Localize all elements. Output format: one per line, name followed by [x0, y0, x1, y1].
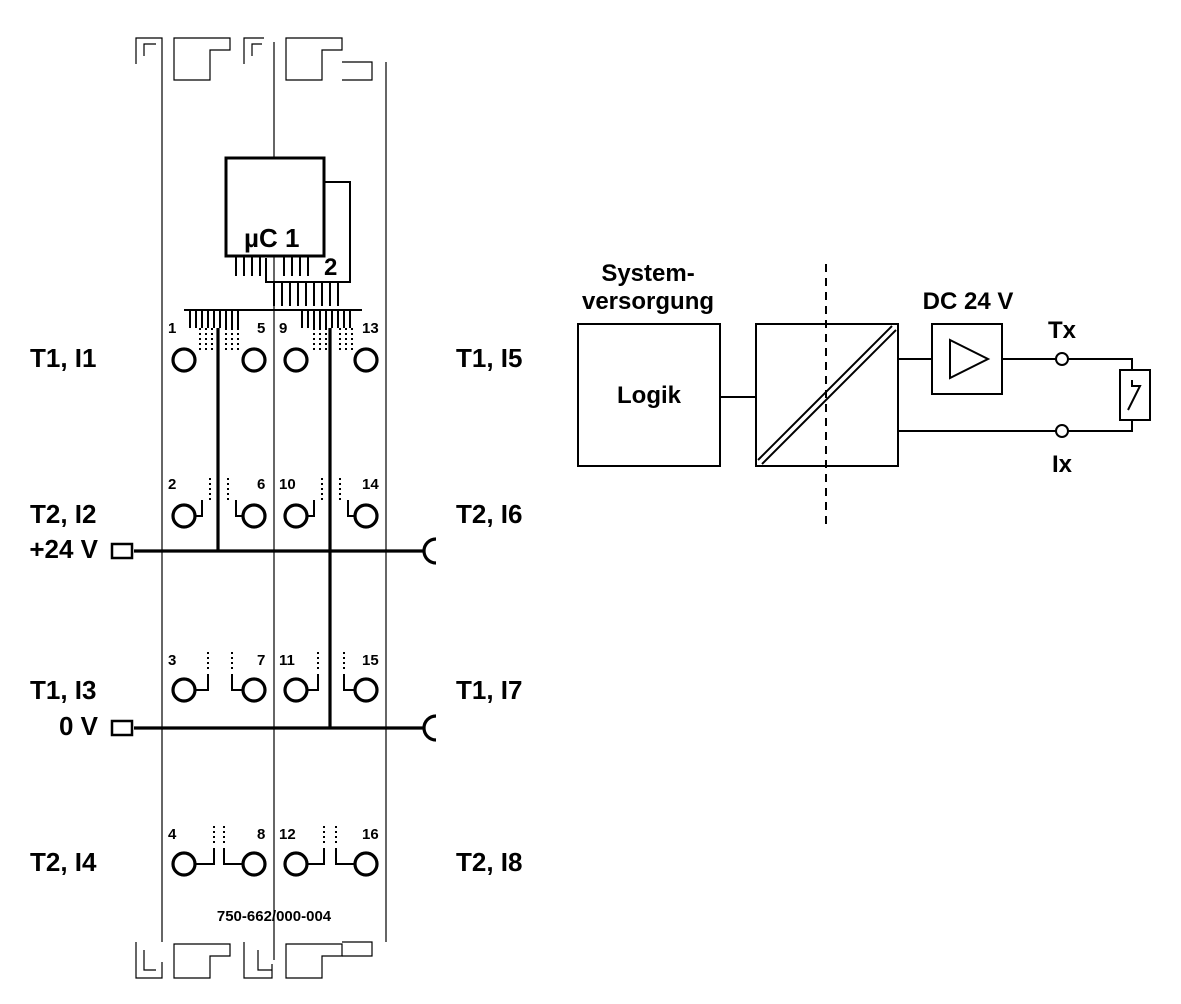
label-plus-24v: +24 V [29, 534, 98, 564]
terminal-number: 4 [168, 826, 177, 843]
right-labels: T1, I5 T2, I6 T1, I7 T2, I8 [456, 343, 522, 877]
label-t1-i5: T1, I5 [456, 343, 522, 373]
terminal-number: 11 [279, 652, 295, 669]
terminal-number: 5 [257, 320, 265, 337]
label-0v: 0 V [59, 711, 99, 741]
terminal-number: 1 [168, 320, 176, 337]
microcontroller-2: 2 [265, 181, 351, 283]
terminal-number: 7 [257, 652, 265, 669]
logic-label: Logik [617, 382, 682, 409]
dc-24v-label: DC 24 V [923, 288, 1014, 315]
label-t2-i4: T2, I4 [30, 847, 97, 877]
part-number: 750-662/000-004 [217, 908, 332, 925]
tx-label: Tx [1048, 317, 1077, 344]
terminal-number: 12 [279, 826, 296, 843]
terminal-number: 6 [257, 476, 265, 493]
ix-label: Ix [1052, 451, 1073, 478]
power-rails [110, 328, 437, 742]
terminal-number: 16 [362, 826, 379, 843]
terminal-number: 13 [362, 320, 379, 337]
terminal-clamps [171, 347, 379, 877]
label-t1-i7: T1, I7 [456, 675, 522, 705]
left-labels: T1, I1 T2, I2 +24 V T1, I3 0 V T2, I4 [29, 343, 98, 877]
microcontroller-1: µC 1 [224, 156, 339, 306]
signal-bus [184, 309, 362, 350]
terminal-numbers: 1 5 9 13 2 6 10 14 3 7 11 15 4 8 12 16 [168, 320, 379, 843]
terminal-number: 2 [168, 476, 176, 493]
system-supply-label-line1: System- [601, 260, 694, 287]
label-t1-i3: T1, I3 [30, 675, 96, 705]
block-diagram: System- versorgung Logik DC 24 V Tx Ix [577, 260, 1151, 524]
label-t2-i2: T2, I2 [30, 499, 96, 529]
label-t1-i1: T1, I1 [30, 343, 96, 373]
label-t2-i6: T2, I6 [456, 499, 522, 529]
logic-block [577, 323, 721, 467]
terminal-number: 15 [362, 652, 379, 669]
label-t2-i8: T2, I8 [456, 847, 522, 877]
terminal-number: 3 [168, 652, 176, 669]
terminal-number: 10 [279, 476, 296, 493]
terminal-number: 9 [279, 320, 287, 337]
uc1-label: µC 1 [244, 223, 299, 253]
terminal-number: 8 [257, 826, 265, 843]
amplifier-block [931, 323, 1003, 395]
uc2-label: 2 [324, 254, 337, 281]
system-supply-label-line2: versorgung [582, 288, 714, 315]
terminal-number: 14 [362, 476, 379, 493]
